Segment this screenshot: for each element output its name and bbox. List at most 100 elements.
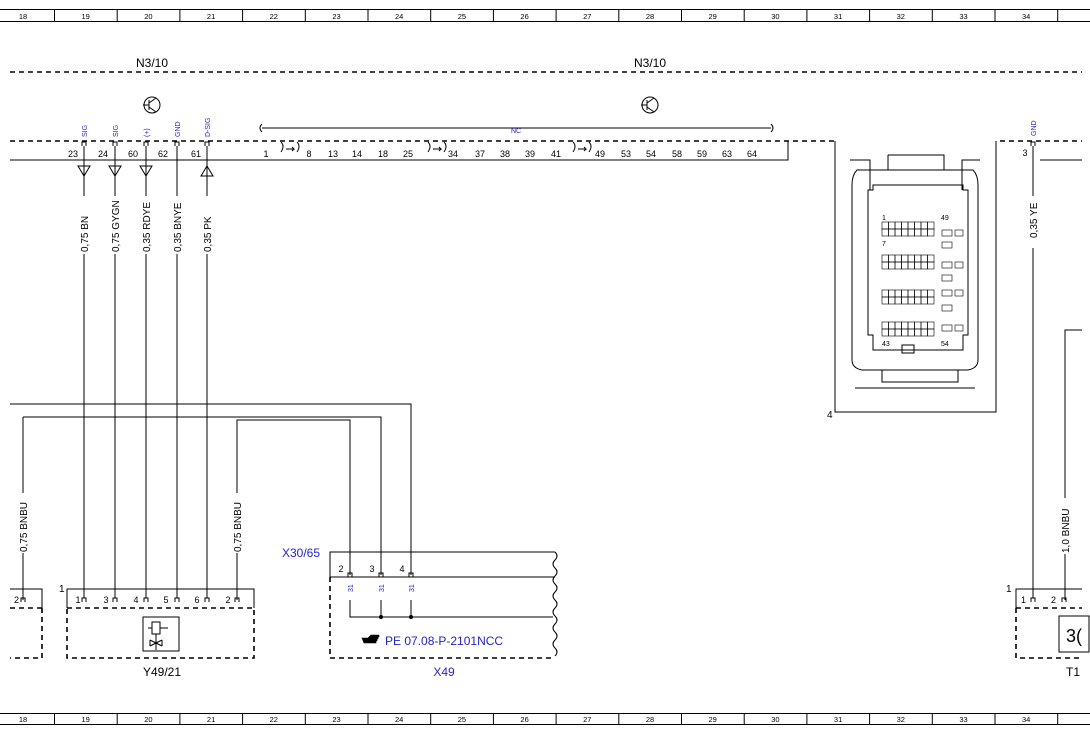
nc-pin-number: 59 xyxy=(697,149,707,159)
grid-column-label: 34 xyxy=(1022,12,1030,21)
transistor-icon xyxy=(143,96,161,114)
connector-callout: 4 xyxy=(827,410,833,421)
nc-pin-number: 37 xyxy=(475,149,485,159)
pin-number: 6 xyxy=(194,595,199,605)
svg-text:1: 1 xyxy=(882,215,886,222)
nc-pin-number: 38 xyxy=(500,149,510,159)
nc-pin-number: 1 xyxy=(263,149,268,159)
svg-text:49: 49 xyxy=(941,215,949,222)
wire-label: 0,35 YE xyxy=(1029,202,1040,238)
signal-label: D-SIG xyxy=(205,118,212,137)
grid-column-label: 28 xyxy=(646,715,654,724)
connector-face-view: 4 1 49 7 43 54 xyxy=(827,141,997,421)
grid-column-label: 26 xyxy=(520,715,528,724)
pin-number: 60 xyxy=(128,149,138,159)
grid-column-label: 25 xyxy=(458,715,466,724)
pin-number: 2 xyxy=(338,564,343,574)
grid-column-label: 21 xyxy=(207,12,215,21)
grid-column-label: 28 xyxy=(646,12,654,21)
left-stub-component: 2 xyxy=(10,588,43,659)
grid-column-label: 24 xyxy=(395,12,403,21)
pin-number: 62 xyxy=(158,149,168,159)
grid-column-label: 30 xyxy=(771,12,779,21)
grid-column-label: 23 xyxy=(332,12,340,21)
component-t1: 1 1 2 3( T1 xyxy=(1006,584,1090,679)
connector-label: X30/65 xyxy=(282,546,320,560)
pin-number: 24 xyxy=(98,149,108,159)
grid-column-label: 25 xyxy=(458,12,466,21)
nc-label: NC xyxy=(511,128,521,135)
pin-3-gnd: GND 3 0,35 YE xyxy=(1022,120,1040,590)
wire-label-mid-bnbu: 0,75 BNBU xyxy=(233,502,244,552)
pin-number: 23 xyxy=(68,149,78,159)
nc-pin-number: 25 xyxy=(403,149,413,159)
pointing-hand-icon xyxy=(361,634,380,644)
nc-pin-number: 39 xyxy=(525,149,535,159)
wire-label-right-bnbu: 1,0 BNBU xyxy=(1061,509,1072,553)
pin-number: 3 xyxy=(369,564,374,574)
wire-label: 0,35 BNYE xyxy=(173,202,184,252)
component-box-text: 3( xyxy=(1066,626,1082,646)
unit-label-right: N3/10 xyxy=(634,56,666,70)
grid-column-label: 34 xyxy=(1022,715,1030,724)
pin-number: 3 xyxy=(1022,148,1027,158)
grid-column-label: 18 xyxy=(19,12,27,21)
wire-label: 0,75 BN xyxy=(80,216,91,252)
pin-tag: 31 xyxy=(409,584,416,592)
grid-column-label: 19 xyxy=(82,715,90,724)
pin-number: 3 xyxy=(103,595,108,605)
svg-text:1: 1 xyxy=(1021,595,1026,605)
nc-pin-number: 14 xyxy=(352,149,362,159)
wire-23: 0,75 BN xyxy=(78,146,91,598)
grid-column-label: 27 xyxy=(583,12,591,21)
grid-column-label: 29 xyxy=(709,715,717,724)
component-label: X49 xyxy=(433,665,455,679)
grid-column-label: 29 xyxy=(709,12,717,21)
pin-23: SIG 23 xyxy=(68,125,91,177)
component-callout: 1 xyxy=(59,584,65,595)
nc-pin-number: 18 xyxy=(378,149,388,159)
pin-number: 61 xyxy=(191,149,201,159)
signal-label: SIG xyxy=(82,125,89,137)
pin-number: 1 xyxy=(75,595,80,605)
grid-column-label: 26 xyxy=(520,12,528,21)
nc-pin-number: 58 xyxy=(672,149,682,159)
wire-label: 0,35 PK xyxy=(203,216,214,252)
grid-column-label: 20 xyxy=(144,12,152,21)
svg-text:54: 54 xyxy=(941,341,949,348)
svg-text:7: 7 xyxy=(882,241,886,248)
wire-24: 0,75 GYGN xyxy=(109,146,122,598)
pin-tag: 31 xyxy=(348,584,355,592)
svg-text:43: 43 xyxy=(882,341,890,348)
signal-label: GND xyxy=(175,121,182,137)
pin-number: 4 xyxy=(399,564,404,574)
nc-pin-number: 49 xyxy=(595,149,605,159)
grid-column-label: 31 xyxy=(834,12,842,21)
nc-pin-number: 34 xyxy=(448,149,458,159)
grid-column-label: 33 xyxy=(959,12,967,21)
grid-column-label: 24 xyxy=(395,715,403,724)
reference-link[interactable]: PE 07.08-P-2101NCC xyxy=(385,634,503,648)
grid-column-label: 20 xyxy=(144,715,152,724)
grid-column-label: 22 xyxy=(270,12,278,21)
grid-column-label: 32 xyxy=(897,12,905,21)
bridge-icon xyxy=(280,141,300,153)
wire-label-left-bnbu: 0,75 BNBU xyxy=(19,502,30,552)
unit-label-left: N3/10 xyxy=(136,56,168,70)
wire-label: 0,75 GYGN xyxy=(111,200,122,252)
component-label: Y49/21 xyxy=(143,665,181,679)
nc-pin-number: 54 xyxy=(646,149,656,159)
nc-pin-number: 63 xyxy=(722,149,732,159)
nc-bracket: NC xyxy=(259,123,774,135)
grid-column-label: 21 xyxy=(207,715,215,724)
nc-pin-number: 64 xyxy=(747,149,757,159)
pin-number: 2 xyxy=(225,595,230,605)
solenoid-valve-icon xyxy=(142,616,180,652)
signal-label: (+) xyxy=(144,128,151,137)
grid-column-label: 33 xyxy=(959,715,967,724)
component-label: T1 xyxy=(1066,665,1080,679)
